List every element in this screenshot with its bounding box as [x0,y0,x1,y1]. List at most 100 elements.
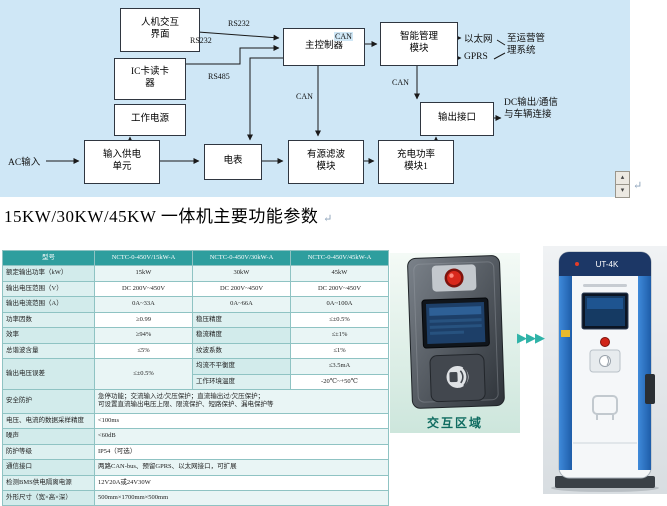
bus-label-can-1: CAN [334,32,353,41]
label-to-operation-system: 至运营管 理系统 [507,34,546,57]
spec-label-cell: 纹波系数 [192,342,291,360]
ev-icon [592,395,618,420]
contactless-icon [446,365,469,388]
spec-value-cell: ≤5% [94,342,193,360]
diagram-box-work-power: 工作电源 [114,104,186,136]
spec-value-cell: DC 200V~450V [290,280,389,298]
spec-value-cell: 两路CAN-bus、预留GPRS、以太网接口，可扩展 [94,459,389,476]
spec-table-row: 总谐波含量≤5%纹波系数≤1% [2,342,389,360]
label-ethernet: 以太网 [464,35,493,45]
section-title-text: 15KW/30KW/45KW 一体机主要功能参数 [4,207,319,226]
interaction-area-photo: 交互区域 [390,253,520,433]
spec-value-cell: 急停功能；交流输入过/欠压保护；直流输出过/欠压保护； 可设置直流输出电压上限、… [94,388,389,414]
bus-label-can-2: CAN [296,92,313,101]
pile-top-band [559,252,651,276]
warning-sticker [561,330,570,337]
spec-value-cell: DC 200V~450V [192,280,291,298]
label-ac-input: AC输入 [8,158,41,168]
spec-table-row: 工作环境温度-20℃~+50℃ [3,373,389,390]
brand-text: UT-4K [596,260,619,269]
pile-emergency-button [600,337,610,347]
brand-dot-icon [575,262,579,266]
spec-value-cell: DC 200V~450V [94,280,193,298]
spec-value-cell: 15kW [94,265,193,282]
pile-side-left [559,276,572,470]
pile-base [555,476,655,488]
spec-table-row: 通信接口两路CAN-bus、预留GPRS、以太网接口，可扩展 [2,459,389,476]
spec-label-cell: 稳流精度 [192,327,291,344]
spec-value-cell: -20℃~+50℃ [290,373,389,390]
spec-header-cell: NCTC-0-450V/15kW-A [94,249,193,267]
bus-label-rs232-1: RS232 [228,19,250,28]
spec-value-cell: <100ms [94,412,389,430]
spec-value-cell: 30kW [192,265,291,282]
spec-value-cell: ≥0.99 [94,311,193,329]
section-title: 15KW/30KW/45KW 一体机主要功能参数 ↵ [4,202,333,227]
spec-label-cell: 电压、电流的数据采样精度 [2,412,95,430]
spec-value-cell: 12V20A或24V30W [94,474,389,492]
interaction-panel-illustration [390,253,520,433]
spec-value-cell: ≤±0.5% [290,311,389,329]
spec-label-cell: 额定输出功率（kW） [2,265,95,282]
pile-side-right [638,276,651,470]
spec-header-cell: NCTC-0-450V/45kW-A [290,249,389,267]
spec-value-cell: ≤3.5mA [290,358,389,375]
diagram-box-ic-card-reader: IC卡读卡 器 [114,58,186,100]
spec-label-cell: 输出电流范围（A） [2,296,95,313]
spec-label-cell: 通信接口 [2,459,95,476]
chevron-right-icons: ▶▶▶ [517,331,545,346]
spec-table-row: 噪声<60dB [2,428,389,445]
scroll-up-button[interactable]: ▴ [615,171,630,185]
pile-screen [581,292,629,330]
photo-caption: 交互区域 [426,416,483,430]
spec-table-row: 电压、电流的数据采样精度<100ms [2,412,389,430]
paragraph-mark: ↵ [633,180,643,192]
diagram-box-smart-management: 智能管理 模块 [380,22,458,66]
paragraph-mark: ↵ [323,213,333,225]
charging-pile-illustration: UT-4K [543,246,667,494]
spec-label-cell: 稳压精度 [192,311,291,329]
bus-label-rs232-2: RS232 [190,36,212,45]
spec-table-row: 输出电压误差≤±0.5%均流不平衡度≤3.5mA [2,358,389,390]
spec-label-cell: 功率因数 [2,311,95,329]
spec-value-cell: 500mm×1700mm×500mm [94,489,389,506]
spec-value-cell: 45kW [290,265,389,282]
diagram-box-output-port: 输出接口 [420,102,494,136]
spec-value-cell: <60dB [94,428,389,445]
emergency-stop-button [444,268,464,288]
spec-table-row: 安全防护急停功能；交流输入过/欠压保护；直流输出过/欠压保护； 可设置直流输出电… [2,388,389,414]
spec-value-cell: ≤±1% [290,327,389,344]
card-reader-area [429,353,486,403]
spec-label-cell: 输出电压范围（V） [2,280,95,298]
spec-label-cell: 输出电压误差 [2,358,95,390]
scroll-down-button[interactable]: ▾ [615,184,630,198]
spec-label-cell: 安全防护 [2,388,95,414]
gun-holster [645,374,655,404]
charger-screen [421,297,490,349]
charging-pile-photo: UT-4K [543,246,667,494]
spec-label-cell: 工作环境温度 [192,373,291,390]
spec-table-row: 效率≥94%稳流精度≤±1% [2,327,389,344]
spec-label-cell: 总谐波含量 [2,342,95,360]
spec-header-cell: NCTC-0-450V/30kW-A [192,249,291,267]
diagram-box-input-supply-unit: 输入供电 单元 [84,140,160,184]
bus-label-can-3: CAN [392,78,409,87]
spec-label-cell: 噪声 [2,428,95,445]
diagram-box-hmi-interface: 人机交互 界面 [120,8,200,52]
spec-value-cell: ≤1% [290,342,389,360]
label-dc-output-vehicle: DC输出/通信 与车辆连接 [504,98,558,121]
spec-value-cell: ≥94% [94,327,193,344]
spec-header-cell: 型号 [2,249,95,267]
spec-table-row: 外形尺寸（宽×高×深）500mm×1700mm×500mm [2,489,389,506]
spec-value-cell: ≤±0.5% [94,358,193,390]
spec-label-cell: 均流不平衡度 [192,358,291,375]
spec-label-cell: 防护等级 [2,443,95,461]
